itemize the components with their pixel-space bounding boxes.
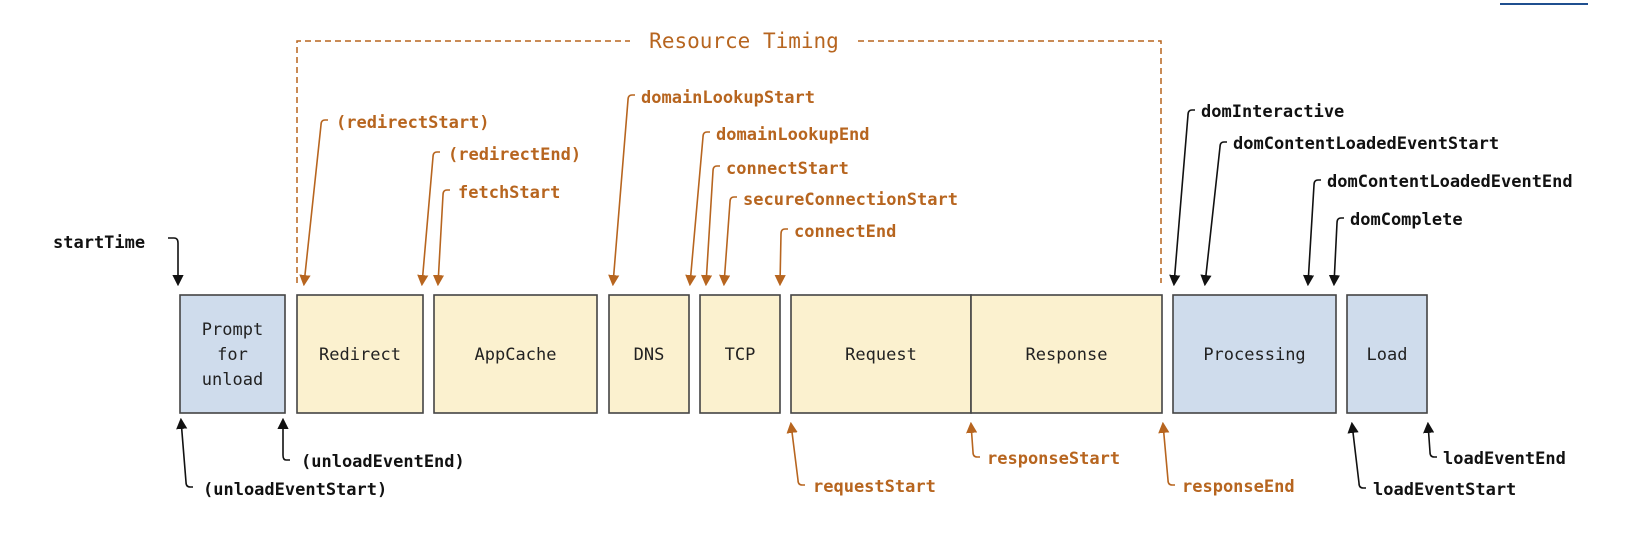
box-dns: DNS (608, 294, 690, 414)
arrow-unloadEventStart (176, 417, 193, 488)
arrow-secureConnectionStart (719, 196, 737, 287)
arrow-domContentLoadedEventStart (1200, 141, 1227, 287)
label-domainLookupStart: domainLookupStart (641, 88, 815, 108)
box-request: Request (790, 294, 972, 414)
arrow-domInteractive (1169, 109, 1195, 287)
box-label-dns: DNS (634, 345, 665, 365)
timing-labels: startTime (unloadEventStart) (unloadEventE… (53, 88, 1573, 500)
box-processing: Processing (1172, 294, 1337, 414)
box-redirect: Redirect (296, 294, 424, 414)
label-domContentLoadedEventStart: domContentLoadedEventStart (1233, 134, 1499, 154)
label-connectStart: connectStart (726, 159, 849, 179)
label-connectEnd: connectEnd (794, 222, 896, 242)
arrow-domainLookupEnd (685, 131, 710, 287)
resource-timing-bracket: Resource Timing (296, 29, 1162, 283)
label-requestStart: requestStart (813, 477, 936, 497)
box-load: Load (1346, 294, 1428, 414)
box-label-prompt-for-unload: for (217, 345, 248, 365)
label-responseEnd: responseEnd (1182, 477, 1295, 497)
arrow-responseEnd (1158, 421, 1175, 486)
arrow-connectStart (700, 165, 720, 287)
box-tcp: TCP (699, 294, 781, 414)
label-unloadEventStart: (unloadEventStart) (203, 480, 387, 500)
arrow-fetchStart (432, 189, 450, 287)
box-prompt-for-unload: Prompt for unload (179, 294, 286, 414)
timing-arrows (168, 94, 1437, 489)
label-startTime: startTime (53, 233, 145, 253)
box-label-appcache: AppCache (475, 345, 557, 365)
label-fetchStart: fetchStart (458, 183, 560, 203)
arrow-responseStart (966, 421, 980, 458)
label-responseStart: responseStart (987, 449, 1120, 469)
box-label-prompt-for-unload: Prompt (202, 320, 263, 340)
label-redirectEnd: (redirectEnd) (448, 145, 581, 165)
label-redirectStart: (redirectStart) (336, 113, 490, 133)
arrow-redirectEnd (417, 151, 440, 287)
box-label-response: Response (1026, 345, 1108, 365)
box-label-processing: Processing (1203, 345, 1305, 365)
arrow-loadEventEnd (1423, 421, 1437, 458)
label-domComplete: domComplete (1350, 210, 1463, 230)
box-label-request: Request (845, 345, 917, 365)
label-domContentLoadedEventEnd: domContentLoadedEventEnd (1327, 172, 1573, 192)
arrow-domainLookupStart (608, 94, 635, 287)
arrow-redirectStart (299, 119, 328, 287)
phase-boxes: Prompt for unload Redirect AppCache DNS TCP Req… (179, 294, 1428, 414)
box-label-load: Load (1367, 345, 1408, 365)
arrow-domContentLoadedEventEnd (1302, 179, 1321, 287)
label-loadEventStart: loadEventStart (1373, 480, 1516, 500)
arrow-requestStart (786, 421, 805, 486)
arrow-loadEventStart (1347, 421, 1366, 489)
box-appcache: AppCache (433, 294, 598, 414)
label-domInteractive: domInteractive (1201, 102, 1344, 122)
label-loadEventEnd: loadEventEnd (1443, 449, 1566, 469)
arrow-connectEnd (774, 228, 788, 287)
arrow-startTime (168, 237, 184, 287)
label-secureConnectionStart: secureConnectionStart (743, 190, 958, 210)
resource-timing-title: Resource Timing (649, 29, 839, 53)
arrow-unloadEventEnd (277, 417, 290, 461)
box-label-tcp: TCP (725, 345, 756, 365)
arrow-domComplete (1328, 217, 1344, 287)
box-label-redirect: Redirect (319, 345, 401, 365)
label-unloadEventEnd: (unloadEventEnd) (301, 452, 465, 472)
box-response: Response (970, 294, 1163, 414)
label-domainLookupEnd: domainLookupEnd (716, 125, 870, 145)
box-label-prompt-for-unload: unload (202, 370, 263, 390)
